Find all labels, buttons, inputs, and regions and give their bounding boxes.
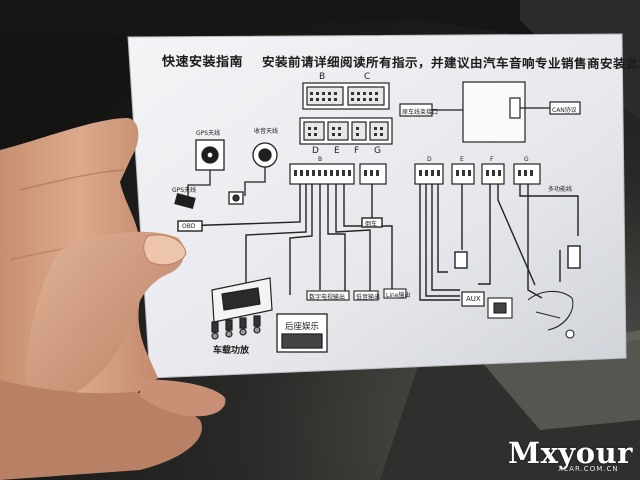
wiring <box>177 184 581 301</box>
connector-label-e: E <box>334 146 340 156</box>
original-harness-box <box>399 81 581 143</box>
amplifier-label: 车载功放 <box>213 346 250 356</box>
connector-pins-top <box>308 92 383 136</box>
output-boxes <box>306 288 407 301</box>
original-box-label: 原车线束接口 <box>402 109 439 116</box>
subwoofer-label: 低音输出 <box>356 294 381 301</box>
connector-label-g: G <box>374 146 381 156</box>
radio-antenna-graphic <box>228 142 278 205</box>
steering-graphic <box>487 290 575 339</box>
multi-function-label: 多功能线 <box>548 186 573 193</box>
connector-label-c: C <box>364 72 371 82</box>
rear-monitor-graphic <box>276 313 328 353</box>
connector-block-top <box>299 82 393 145</box>
harness-degs <box>414 163 541 185</box>
aux-box <box>461 291 485 307</box>
line-out-label: Line输出 <box>386 292 411 299</box>
obd-label: OBD <box>182 223 196 230</box>
harness-b-label: B <box>318 156 323 163</box>
watermark-site: XCAR.COM.CN <box>558 465 619 473</box>
thumbnail <box>143 234 187 266</box>
rear-entertainment-label: 后座娱乐 <box>285 322 320 332</box>
gps-antenna-small-label: GPS天线 <box>172 187 197 194</box>
gps-antenna-graphic <box>174 139 225 209</box>
watermark-brand: Mxyour <box>508 436 633 470</box>
manual-title: 快速安装指南 安装前请详细阅读所有指示，并建议由汽车音响专业销售商安装此机器 <box>162 51 640 73</box>
digital-tv-label: 数字电视输出 <box>309 294 346 301</box>
finger-lower <box>140 379 226 417</box>
harness-g-label: G <box>524 156 529 163</box>
aux-label: AUX <box>466 295 481 303</box>
gps-antenna-label: GPS天线 <box>196 130 221 137</box>
manual-subtitle: 安装前请详细阅读所有指示，并建议由汽车音响专业销售商安装此机器 <box>262 54 640 72</box>
thumb <box>26 231 185 410</box>
harness-degs-pins <box>419 170 533 176</box>
finger-crease-1 <box>19 169 125 191</box>
can-label: CAN协议 <box>552 107 577 114</box>
harness-b-pins <box>294 170 379 176</box>
harness-d-label: D <box>427 156 432 163</box>
radio-antenna-label: 收音天线 <box>254 128 279 135</box>
harness-f-label: F <box>490 156 494 163</box>
harness-e-label: E <box>460 156 464 163</box>
palm-bottom <box>0 380 202 480</box>
manual-title-main: 快速安装指南 <box>161 54 244 71</box>
connector-label-d: D <box>312 146 319 156</box>
backup-label: 倒车 <box>365 221 378 228</box>
dashboard-shadow <box>0 0 640 60</box>
connector-label-f: F <box>354 146 360 156</box>
amplifier-graphic <box>211 277 273 340</box>
connector-label-b: B <box>319 72 326 82</box>
